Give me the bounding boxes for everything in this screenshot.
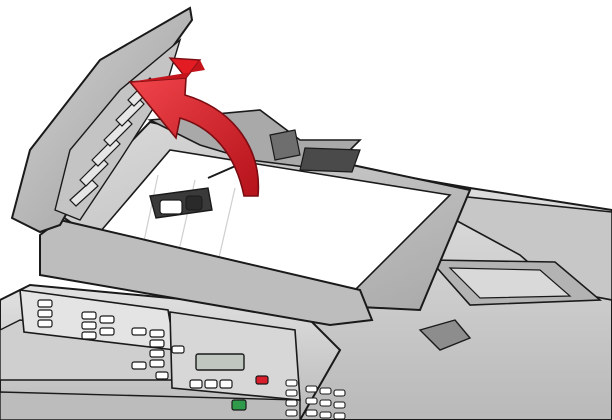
stop-button-icon[interactable] (255, 375, 269, 385)
control-panel (19, 289, 346, 420)
panel-buttons-left[interactable] (37, 299, 165, 370)
lcd-display (195, 353, 245, 371)
panel-keypad[interactable] (285, 379, 346, 420)
curved-arrow-icon (128, 57, 260, 197)
start-button-icon[interactable] (231, 399, 247, 411)
pick-roller-icon[interactable] (149, 163, 241, 219)
panel-nav-buttons[interactable] (155, 345, 233, 389)
